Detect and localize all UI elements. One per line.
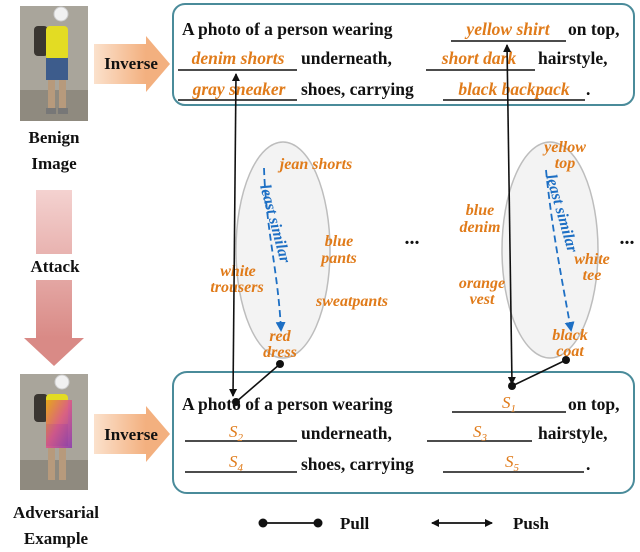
left-word-sweatpants: sweatpants xyxy=(315,293,388,310)
left-word-blue: blue xyxy=(325,233,353,250)
adversarial-image xyxy=(20,374,88,490)
left-word-pants: pants xyxy=(319,250,357,267)
legend-pull-dot-right xyxy=(313,518,323,528)
attack-label-bg xyxy=(20,254,90,280)
right-word-top: top xyxy=(555,155,575,172)
slot-s2: S2 xyxy=(229,422,244,444)
legend-push-label: Push xyxy=(513,514,549,533)
right-word-yellow: yellow xyxy=(542,139,586,156)
bottom-line3-suffix: . xyxy=(586,454,590,474)
pull-line-right xyxy=(511,359,567,387)
inverse-arrow-bottom xyxy=(94,406,170,462)
pull-dot-left-top xyxy=(276,360,284,368)
inverse-label-top: Inverse xyxy=(104,54,158,73)
right-word-tee: tee xyxy=(583,267,602,284)
top-fill-shoes: gray sneaker xyxy=(192,79,286,99)
ellipsis-2: ... xyxy=(620,227,635,249)
bottom-line1-suffix: on top, xyxy=(568,394,620,414)
top-line1-prefix: A photo of a person wearing xyxy=(182,19,393,39)
adversarial-label-1: Adversarial xyxy=(13,503,99,522)
pull-dot-left-bottom xyxy=(232,398,240,406)
left-least-similar-arrow xyxy=(263,167,286,332)
top-fill-carrying: black backpack xyxy=(458,79,570,99)
top-line3-suffix: . xyxy=(586,79,590,99)
left-word-red: red xyxy=(269,328,291,345)
adversarial-patch xyxy=(46,400,72,448)
right-cluster-ellipse xyxy=(501,141,599,359)
right-word-black: black xyxy=(552,327,588,344)
left-word-trousers: trousers xyxy=(210,279,263,296)
top-line1-suffix: on top, xyxy=(568,19,620,39)
slot-s5: S5 xyxy=(505,452,520,474)
right-least-similar-arrow xyxy=(545,169,575,332)
legend-pull-label: Pull xyxy=(340,514,370,533)
right-word-coat: coat xyxy=(556,343,584,360)
right-word-orange: orange xyxy=(459,275,505,292)
top-line3-middle: shoes, carrying xyxy=(301,79,414,99)
attack-label: Attack xyxy=(30,257,80,276)
left-word-jean-shorts: jean shorts xyxy=(277,156,352,173)
inverse-arrow-top xyxy=(94,36,170,92)
right-word-denim: denim xyxy=(460,219,501,236)
pull-dot-right-top xyxy=(562,356,570,364)
slot-s1: S1 xyxy=(502,393,516,415)
pull-line-left xyxy=(235,363,281,403)
left-word-dress: dress xyxy=(263,344,297,361)
bottom-line2-suffix: hairstyle, xyxy=(538,423,608,443)
benign-label-2: Image xyxy=(31,154,77,173)
pull-dot-right-bottom xyxy=(508,382,516,390)
push-arrow-right xyxy=(503,44,516,385)
top-fill-top: yellow shirt xyxy=(464,19,550,39)
slot-s3: S3 xyxy=(473,422,488,444)
top-fill-underneath: denim shorts xyxy=(192,48,285,68)
top-fill-hairstyle: short dark xyxy=(441,48,517,68)
right-word-white: white xyxy=(574,251,610,268)
top-sentence-box xyxy=(172,3,635,106)
top-line2-middle: underneath, xyxy=(301,48,392,68)
bottom-line2-middle: underneath, xyxy=(301,423,392,443)
right-word-blue: blue xyxy=(466,202,494,219)
benign-image xyxy=(20,6,88,121)
bottom-line3-middle: shoes, carrying xyxy=(301,454,414,474)
benign-label-1: Benign xyxy=(28,128,80,147)
top-line2-suffix: hairstyle, xyxy=(538,48,608,68)
ellipsis-1: ... xyxy=(405,227,420,249)
left-word-white: white xyxy=(220,263,256,280)
legend-pull-dot-left xyxy=(258,518,268,528)
push-arrow-left xyxy=(229,73,240,397)
bottom-line1-prefix: A photo of a person wearing xyxy=(182,394,393,414)
right-word-vest: vest xyxy=(470,291,495,308)
inverse-label-bottom: Inverse xyxy=(104,425,158,444)
adversarial-label-2: Example xyxy=(24,529,89,548)
bottom-sentence-box xyxy=(172,371,635,494)
slot-s4: S4 xyxy=(229,452,244,474)
